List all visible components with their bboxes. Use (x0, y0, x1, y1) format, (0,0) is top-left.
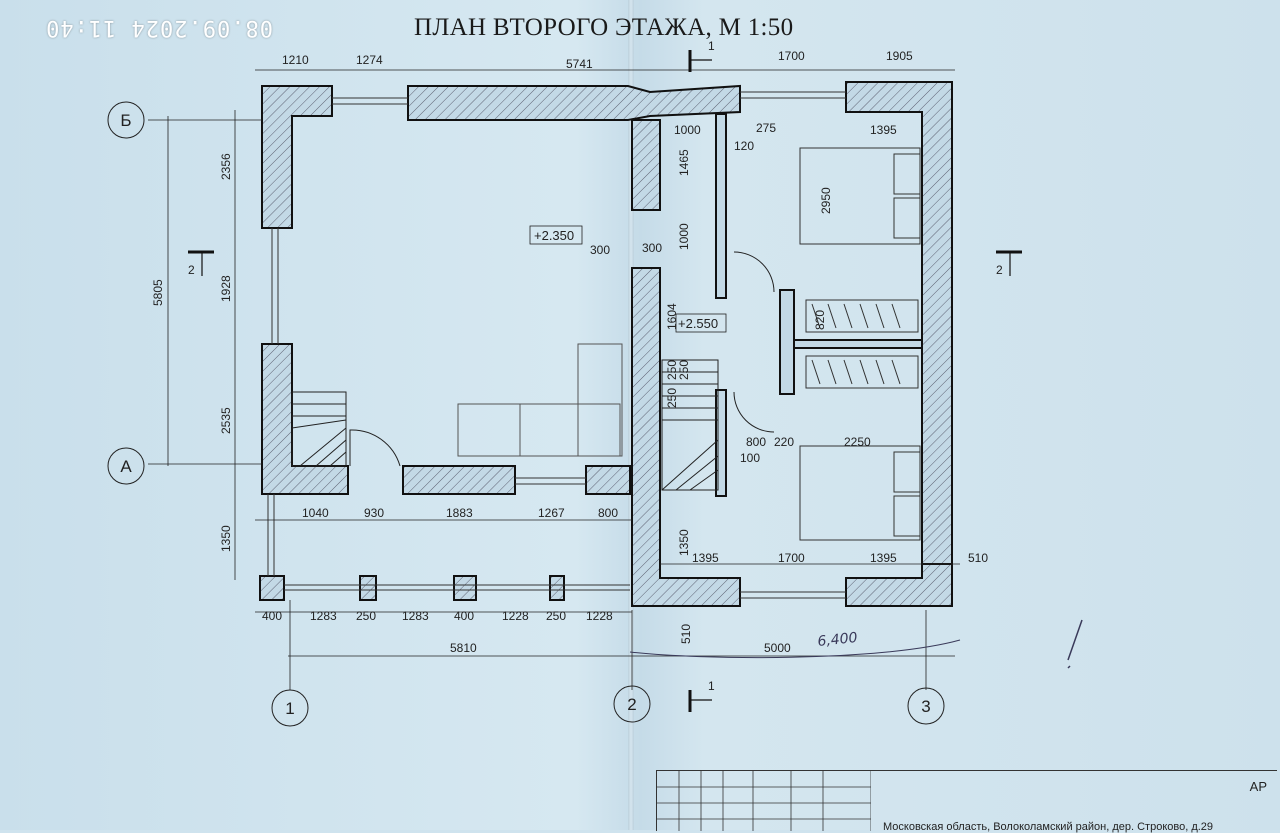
dim-right-v-2: 1000 (677, 223, 691, 250)
dim-right-v-5: 250 (677, 360, 691, 380)
axis-col-2: 2 (627, 695, 636, 714)
dim-bottom2-3: 250 (356, 609, 376, 623)
wall-bottom-1 (402, 465, 516, 495)
axis-col-1: 1 (285, 699, 294, 718)
dim-top-1: 1210 (282, 53, 309, 67)
dim-bottom2-2: 1283 (310, 609, 337, 623)
dim-stair-1: 300 (590, 243, 610, 257)
wall-central-lower (631, 267, 741, 607)
windows (267, 91, 846, 599)
dim-bottom1-5: 800 (598, 506, 618, 520)
handwritten-line (629, 639, 961, 659)
wall-top-middle (407, 84, 741, 121)
dim-bottom2-5: 400 (454, 609, 474, 623)
section-mark-top-label: 1 (708, 39, 715, 53)
dim-right-top-4: 1395 (870, 123, 897, 137)
wardrobes (805, 299, 919, 389)
dim-right-bottom-3: 1395 (870, 551, 897, 565)
walls-left-block (261, 81, 953, 607)
wall-top-left (261, 85, 333, 229)
dim-right-v-1: 1465 (677, 149, 691, 176)
dim-top-3: 5741 (566, 57, 593, 71)
wall-left-lower (261, 343, 349, 495)
dim-right-top-1: 1000 (674, 123, 701, 137)
dim-stair-2: 300 (642, 241, 662, 255)
dim-bottom-total: 5810 (450, 641, 477, 655)
dim-right-v-4: 250 (665, 360, 679, 380)
title-block-address: Московская область, Волоколамский район,… (883, 821, 1214, 833)
dim-bottom-right: 5000 (764, 641, 791, 655)
dim-bottom1-3: 1883 (446, 506, 473, 520)
dim-bottom1-2: 930 (364, 506, 384, 520)
dim-top-4: 1700 (778, 49, 805, 63)
dim-right-bottom-1: 1395 (692, 551, 719, 565)
dim-left-outer: 5805 (151, 279, 165, 306)
dim-bottom2-6: 1228 (502, 609, 529, 623)
dim-wardrobe: 820 (813, 310, 827, 330)
dim-bottom2-8: 1228 (586, 609, 613, 623)
wall-central-upper (631, 119, 661, 211)
dim-right-top-3: 120 (734, 139, 754, 153)
axis-row-a: А (120, 457, 132, 476)
dim-bottom2-4: 1283 (402, 609, 429, 623)
dim-top-2: 1274 (356, 53, 383, 67)
dim-right-v-6: 250 (665, 388, 679, 408)
title-block: АР Московская область, Волоколамский рай… (656, 770, 1277, 833)
handwritten-dimension: 6,400 (817, 630, 859, 650)
dim-right-v-7: 1350 (677, 529, 691, 556)
dimension-lines (148, 69, 960, 690)
title-block-grid (657, 771, 871, 831)
dim-bed-1: 2950 (819, 187, 833, 214)
dim-left-2: 1928 (219, 275, 233, 302)
partitions (715, 113, 923, 497)
section-mark-right-label: 2 (996, 263, 1003, 277)
title-block-code: АР (1249, 779, 1267, 794)
axis-col-3: 3 (921, 697, 930, 716)
furniture-beds (799, 147, 921, 541)
section-mark-bottom-label: 1 (708, 679, 715, 693)
dim-left-3: 2535 (219, 407, 233, 434)
axis-markers: Б А 1 2 3 (107, 101, 945, 727)
dim-right-bottom-4: 510 (968, 551, 988, 565)
dim-bottom1-1: 1040 (302, 506, 329, 520)
dim-bottom2-7: 250 (546, 609, 566, 623)
doors (349, 251, 775, 467)
section-marks (188, 50, 1022, 712)
stairs (291, 359, 719, 491)
wall-bottom-right (845, 563, 953, 607)
section-mark-left-label: 2 (188, 263, 195, 277)
level-mark-1: +2.350 (534, 228, 574, 243)
axis-row-b: Б (120, 111, 131, 130)
dim-bottom1-4: 1267 (538, 506, 565, 520)
dim-right-top-2: 275 (756, 121, 776, 135)
dim-door-3: 100 (740, 451, 760, 465)
dim-left-1: 2356 (219, 153, 233, 180)
dim-left-4: 1350 (219, 525, 233, 552)
plan-title: ПЛАН ВТОРОГО ЭТАЖА, М 1:50 (414, 14, 794, 41)
dim-top-5: 1905 (886, 49, 913, 63)
dim-right-bottom-2: 1700 (778, 551, 805, 565)
dim-bottom-right-vertical: 510 (679, 624, 693, 644)
dim-door-1: 800 (746, 435, 766, 449)
furniture-sofa (457, 343, 623, 457)
dim-door-2: 220 (774, 435, 794, 449)
dim-bottom2-1: 400 (262, 609, 282, 623)
level-mark-2: +2.550 (678, 316, 718, 331)
balcony-pillars (259, 575, 565, 601)
handwritten-mark (1067, 619, 1083, 669)
wall-bottom-2 (585, 465, 631, 495)
dim-right-v-3: 1604 (665, 303, 679, 330)
dim-bed-2: 2250 (844, 435, 871, 449)
